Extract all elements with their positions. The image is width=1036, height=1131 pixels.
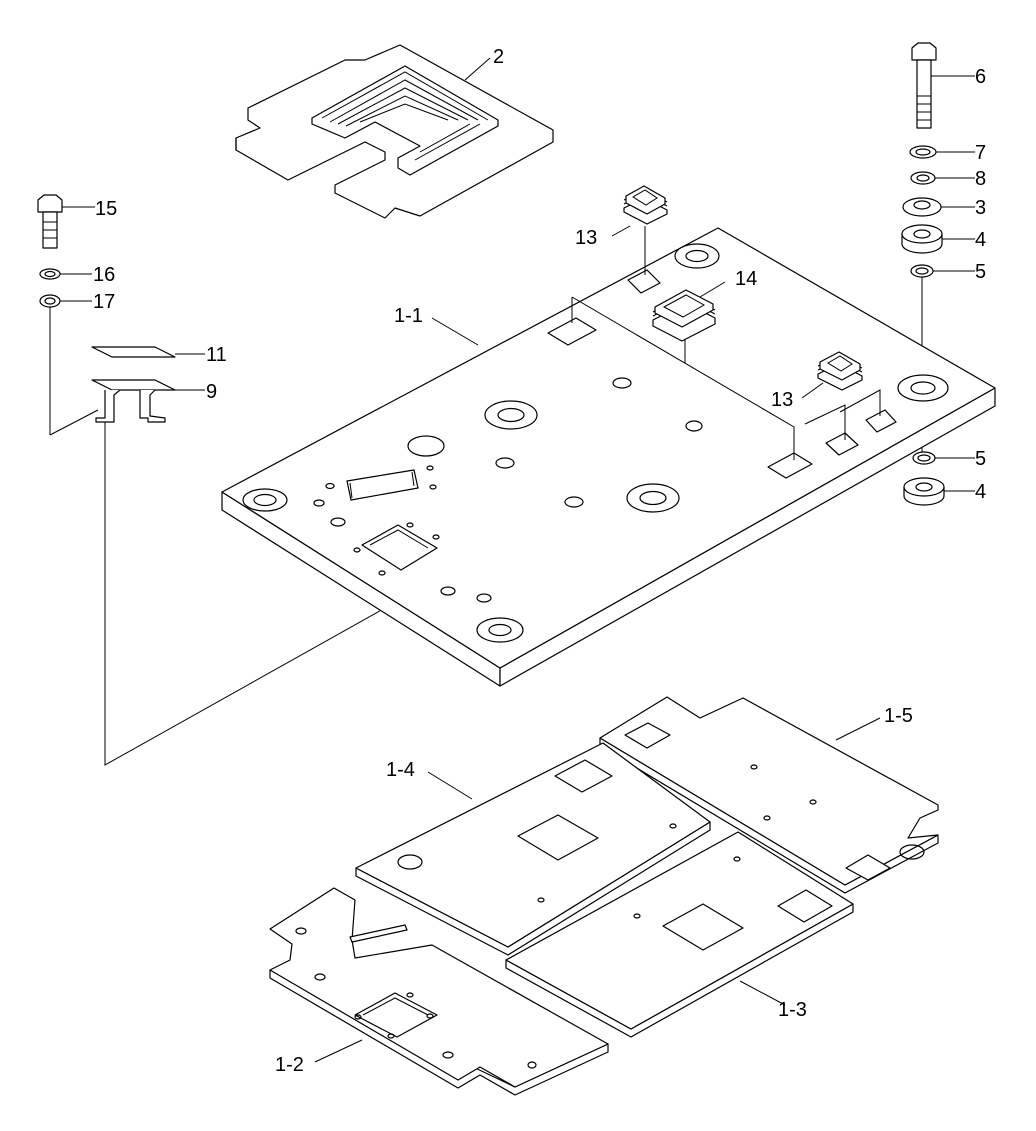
label-4-upper: 4 xyxy=(975,229,986,251)
part-1-4-panel xyxy=(355,742,711,956)
label-16: 16 xyxy=(93,264,115,286)
label-1-4: 1-4 xyxy=(386,759,415,781)
label-1-1: 1-1 xyxy=(394,305,423,327)
label-1-3: 1-3 xyxy=(778,999,807,1021)
label-9: 9 xyxy=(206,381,217,403)
callout-labels: 2 6 7 8 3 4 5 5 4 15 16 17 11 9 13 14 13… xyxy=(93,46,986,1076)
part-3-washer xyxy=(902,197,975,217)
label-11: 11 xyxy=(206,344,227,366)
part-13-grommet-lower xyxy=(817,351,863,391)
label-2: 2 xyxy=(493,46,504,68)
leader-lines xyxy=(314,57,881,1063)
label-8: 8 xyxy=(975,168,986,190)
label-13-upper: 13 xyxy=(575,227,597,249)
label-5-lower: 5 xyxy=(975,448,986,470)
part-4-bushing-upper xyxy=(901,224,975,254)
part-1-1-floor-plate xyxy=(221,226,996,687)
label-1-5: 1-5 xyxy=(884,705,913,727)
part-17-washer xyxy=(39,294,92,435)
label-7: 7 xyxy=(975,142,986,164)
label-13-lower: 13 xyxy=(771,389,793,411)
label-4-lower: 4 xyxy=(975,481,986,503)
part-5-ring-upper xyxy=(910,264,975,380)
label-17: 17 xyxy=(93,291,115,313)
part-6-bolt xyxy=(911,42,975,129)
label-5-upper: 5 xyxy=(975,261,986,283)
label-14: 14 xyxy=(735,268,757,290)
label-6: 6 xyxy=(975,66,986,88)
part-14-grommet xyxy=(652,289,716,342)
part-1-3-panel xyxy=(505,831,854,1038)
part-2-floor-mat xyxy=(235,44,554,219)
part-16-washer xyxy=(39,268,92,280)
part-8-washer xyxy=(910,171,975,185)
part-1-2-panel xyxy=(269,887,609,1096)
label-3: 3 xyxy=(975,197,986,219)
label-15: 15 xyxy=(95,198,117,220)
part-7-washer xyxy=(909,145,975,159)
part-11-plate xyxy=(91,346,205,358)
part-13-grommet-upper xyxy=(623,185,668,225)
part-4-bushing-lower xyxy=(903,477,975,506)
part-15-bolt xyxy=(37,194,95,249)
label-1-2: 1-2 xyxy=(275,1054,304,1076)
